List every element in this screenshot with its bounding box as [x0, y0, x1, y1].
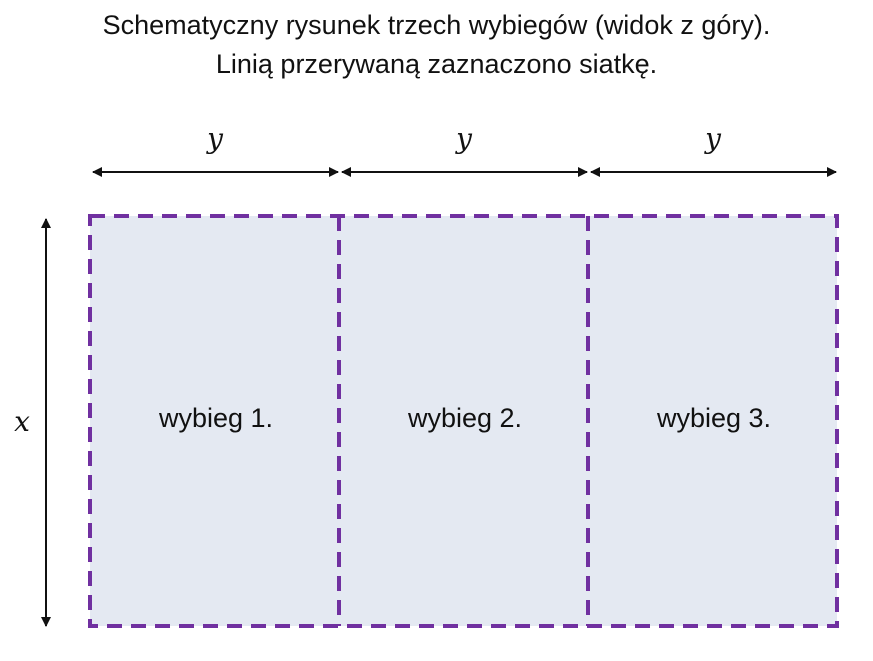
pen-3-area: [588, 216, 837, 626]
width-label-1: y: [205, 122, 224, 155]
diagram-title-line-1: Schematyczny rysunek trzech wybiegów (wi…: [102, 10, 771, 40]
diagram-title-line-2: Linią przerywaną zaznaczono siatkę.: [215, 49, 658, 79]
width-label-3: y: [703, 122, 722, 155]
width-label-2: y: [454, 122, 473, 155]
pen-label-1: wybieg 1.: [158, 403, 273, 433]
pen-label-2: wybieg 2.: [407, 403, 522, 433]
height-label: x: [14, 405, 30, 438]
fence-outer: [88, 214, 839, 628]
fence-net: [88, 214, 839, 628]
pen-1-area: [90, 216, 339, 626]
pen-label-3: wybieg 3.: [656, 403, 771, 433]
pen-2-area: [339, 216, 588, 626]
